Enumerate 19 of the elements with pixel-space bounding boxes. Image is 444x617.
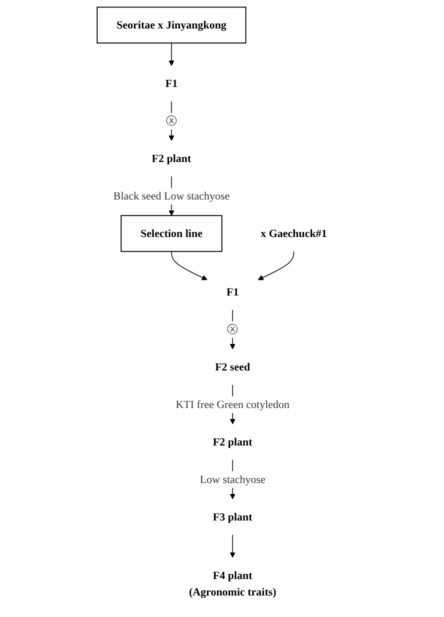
node-text: F1 (166, 77, 178, 90)
arrow (230, 534, 236, 558)
arrow (258, 251, 294, 280)
edge-label: ⓧ (227, 323, 238, 336)
node-text: F1 (226, 286, 240, 298)
arrow (168, 42, 175, 66)
node-box: Selection line (120, 215, 223, 252)
node-box: Seoritae x Jinyangkong (96, 6, 247, 44)
node-text: F2 seed (215, 360, 250, 373)
node-text: F4 plant (Agronomic traits) (189, 569, 277, 598)
edge-label: KTI free Green cotyledon (176, 398, 290, 410)
arrow (171, 251, 208, 280)
node-text: F2 plant (213, 436, 253, 448)
edge-label: Low stachyose (200, 473, 266, 486)
edge-label: Black seed Low stachyose (114, 190, 230, 202)
node-text: F2 plant (152, 152, 192, 165)
node-text: F3 plant (213, 510, 253, 523)
edge-label: ⓧ (166, 114, 178, 128)
node-text: x Gaechuck#1 (260, 227, 328, 240)
